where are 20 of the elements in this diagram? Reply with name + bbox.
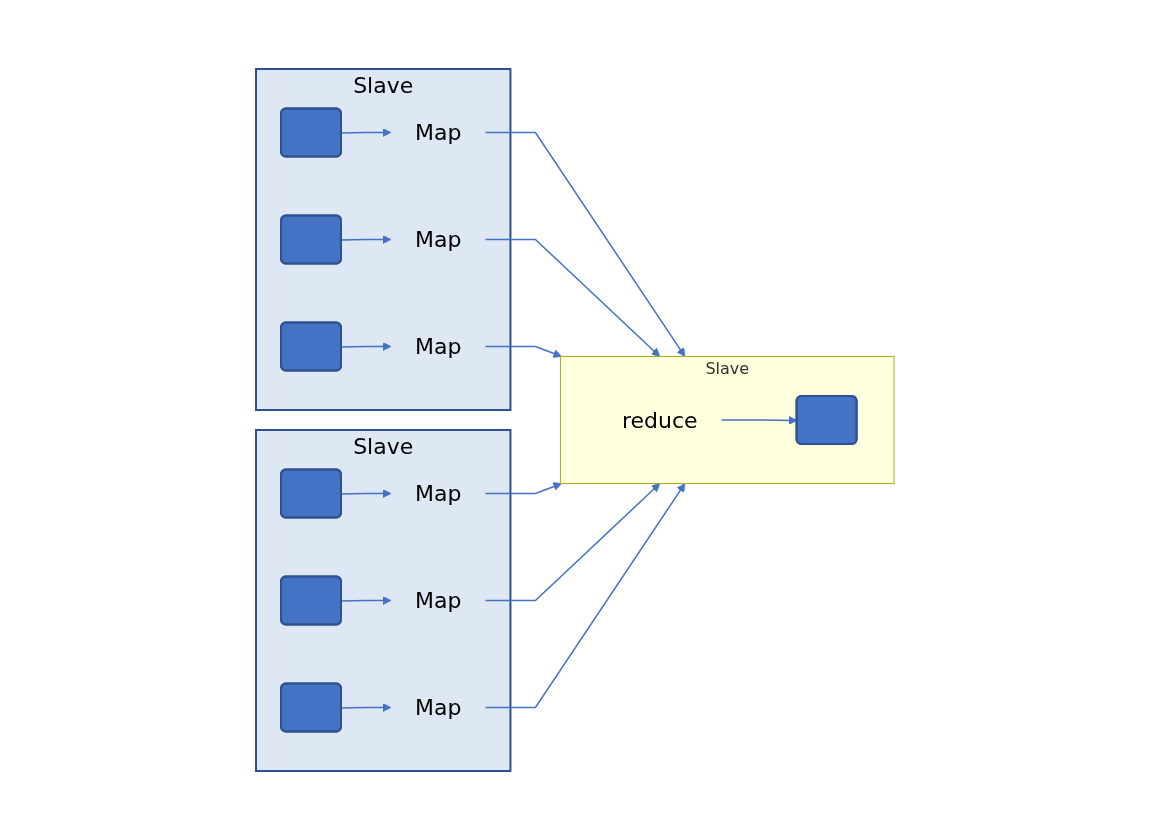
node-text: Map bbox=[415, 588, 462, 613]
arrow bbox=[485, 483, 686, 709]
arrow bbox=[485, 238, 661, 357]
node-text: Map bbox=[415, 120, 462, 145]
arrow bbox=[341, 342, 392, 351]
arrow bbox=[485, 482, 563, 495]
node-text: Map bbox=[415, 695, 462, 720]
arrow bbox=[341, 703, 392, 712]
arrow bbox=[341, 596, 392, 605]
arrow bbox=[721, 416, 798, 425]
arrow bbox=[341, 489, 392, 498]
arrow bbox=[485, 131, 686, 357]
arrow bbox=[485, 345, 563, 358]
arrow bbox=[341, 235, 392, 244]
node-text: Map bbox=[415, 481, 462, 506]
node-text: Map bbox=[415, 227, 462, 252]
arrow bbox=[341, 128, 392, 137]
node-text: reduce bbox=[622, 407, 699, 433]
node-text: Map bbox=[415, 334, 462, 359]
arrow bbox=[485, 483, 661, 602]
